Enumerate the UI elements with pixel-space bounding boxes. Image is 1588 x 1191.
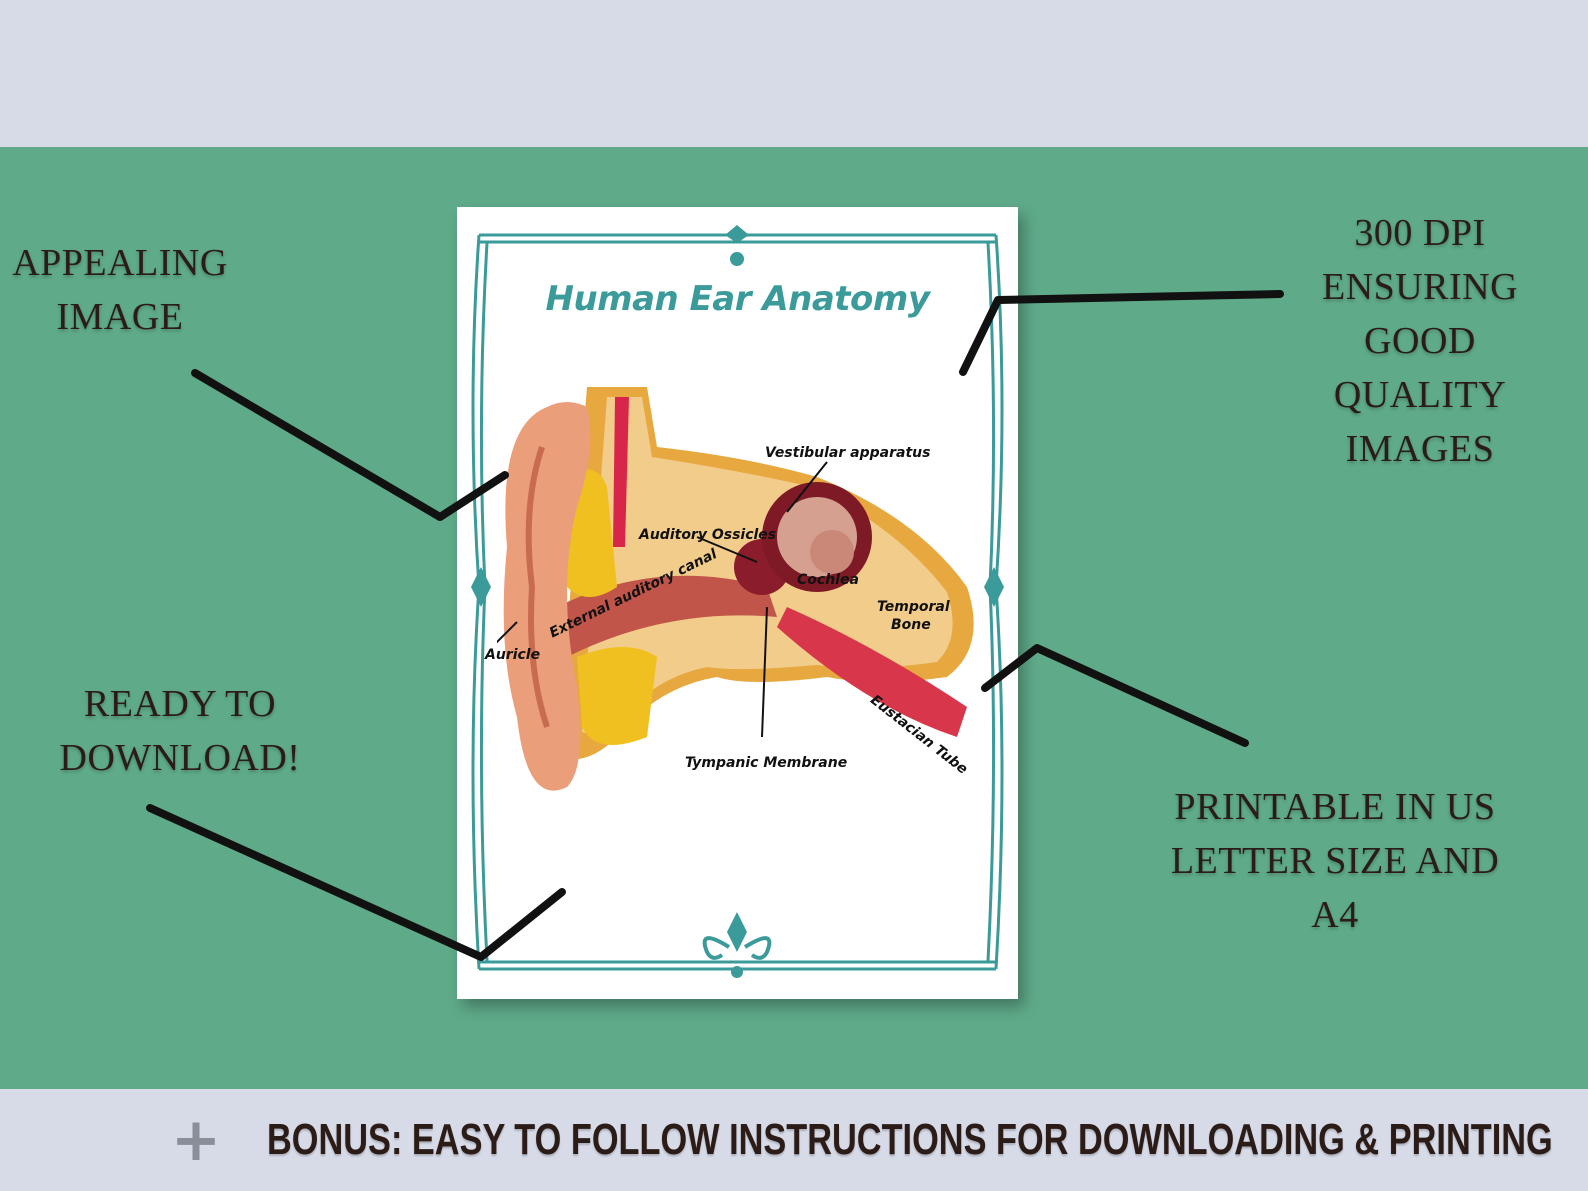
callout-appealing-image: APPEALING IMAGE (0, 236, 240, 344)
callout-line: READY TO (83, 683, 277, 725)
callout-line: IMAGES (1345, 428, 1495, 470)
label-vestibular: Vestibular apparatus (765, 445, 931, 461)
callout-line: APPEALING (12, 242, 228, 284)
callout-ready-to-download: READY TO DOWNLOAD! (30, 677, 330, 785)
ear-illustration (497, 387, 974, 791)
card-title: Human Ear Anatomy (545, 279, 930, 319)
callout-line: 300 DPI (1354, 212, 1486, 254)
plus-icon: + (170, 1105, 222, 1175)
callout-line: A4 (1311, 894, 1359, 936)
callout-line: PRINTABLE IN US (1174, 786, 1496, 828)
label-tympanic: Tympanic Membrane (685, 755, 848, 771)
callout-line: DOWNLOAD! (59, 737, 301, 779)
callout-line: LETTER SIZE AND (1170, 840, 1500, 882)
bonus-text: BONUS: EASY TO FOLLOW INSTRUCTIONS FOR D… (267, 1115, 1553, 1164)
callout-line: IMAGE (56, 296, 184, 338)
label-auricle: Auricle (485, 647, 541, 663)
top-band (0, 0, 1588, 147)
bonus-bar: + BONUS: EASY TO FOLLOW INSTRUCTIONS FOR… (0, 1089, 1588, 1191)
callout-line: ENSURING (1321, 266, 1519, 308)
bottom-band (0, 1089, 1588, 1191)
callout-dpi: 300 DPI ENSURING GOOD QUALITY IMAGES (1300, 206, 1540, 476)
label-temporal-2: Bone (891, 617, 931, 633)
callout-line: QUALITY (1333, 374, 1507, 416)
label-temporal-1: Temporal (877, 599, 950, 615)
label-ossicles: Auditory Ossicles (639, 527, 777, 543)
label-cochlea: Cochlea (797, 572, 859, 588)
printable-card: Human Ear Anatomy Vestibular apparatus A… (457, 207, 1018, 999)
callout-printable: PRINTABLE IN US LETTER SIZE AND A4 (1150, 780, 1520, 942)
callout-line: GOOD (1364, 320, 1476, 362)
